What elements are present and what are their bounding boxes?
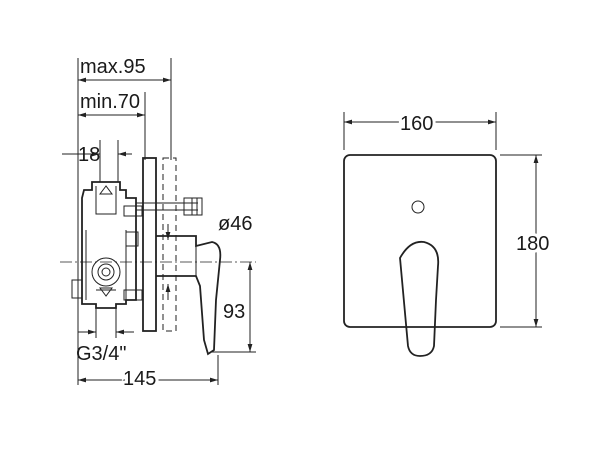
- dim-min-label: min.70: [80, 91, 140, 113]
- lever-handle: [156, 235, 222, 356]
- dim-length-label: 145: [123, 368, 156, 390]
- front-view: 160 180: [343, 110, 552, 357]
- side-view: max.95 min.70 18: [60, 56, 256, 393]
- dim-front-height-label: 180: [516, 233, 549, 255]
- dim-width-label: 160: [400, 113, 433, 135]
- wall-plate: [142, 157, 157, 332]
- dim-max-label: max.95: [80, 56, 146, 78]
- valve-body: [71, 181, 143, 309]
- dim-diameter-label: ø46: [218, 213, 252, 235]
- front-lever: [399, 240, 440, 357]
- dim-thread-label: G3/4": [76, 343, 126, 365]
- diverter-knob: [411, 200, 425, 214]
- dim-offset-label: 18: [78, 144, 100, 166]
- dim-height-label: 93: [223, 301, 245, 323]
- pipe-fitting: [136, 197, 203, 216]
- cover-plate: [343, 154, 497, 328]
- wall-section: [162, 157, 177, 332]
